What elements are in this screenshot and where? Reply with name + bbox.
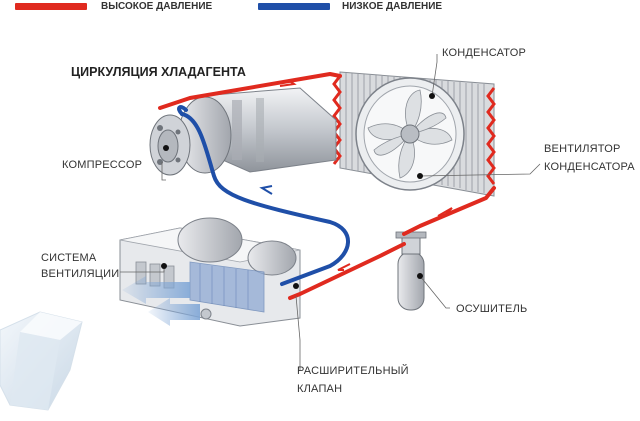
ventilation-label-line2: ВЕНТИЛЯЦИИ [41, 268, 120, 280]
compressor-icon [149, 87, 337, 176]
fan-label-line1: ВЕНТИЛЯТОР [544, 143, 621, 155]
legend-high-label: ВЫСОКОЕ ДАВЛЕНИЕ [101, 1, 213, 12]
dryer-label: ОСУШИТЕЛЬ [456, 303, 528, 315]
valve-label-line2: КЛАПАН [297, 383, 343, 395]
high-pressure-pipe [158, 72, 496, 300]
legend-high-swatch [15, 3, 87, 10]
legend-low-label: НИЗКОЕ ДАВЛЕНИЕ [342, 1, 443, 12]
legend-low-swatch [258, 3, 330, 10]
valve-label-line1: РАСШИРИТЕЛЬНЫЙ [297, 365, 409, 377]
air-flow-arrows [122, 276, 200, 326]
diagram-title: ЦИРКУЛЯЦИЯ ХЛАДАГЕНТА [71, 65, 246, 79]
low-pressure-arrows [259, 185, 273, 195]
fan-icon [355, 77, 465, 191]
fan-label-line2: КОНДЕНСАТОРА [544, 161, 635, 173]
compressor-label: КОМПРЕССОР [62, 159, 143, 171]
high-pressure-arrows [279, 79, 453, 271]
ventilation-label-line1: СИСТЕМА [41, 252, 97, 264]
low-pressure-pipe [177, 105, 350, 286]
condenser-label: КОНДЕНСАТОР [442, 47, 527, 59]
callout-lines [120, 54, 541, 370]
dryer-icon [395, 231, 427, 311]
ice-icon [0, 311, 83, 411]
callout-dots [161, 93, 435, 289]
